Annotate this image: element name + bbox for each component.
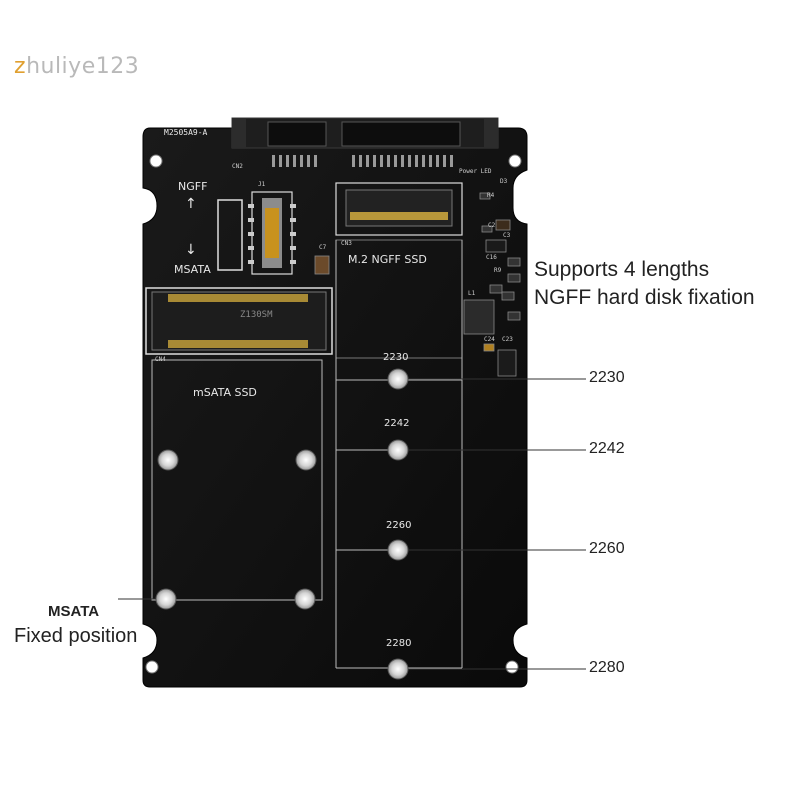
callout-lines [118,378,586,670]
msata-connector [145,287,333,355]
headline-line2: NGFF hard disk fixation [534,286,755,309]
c7-label: C7 [319,244,327,251]
silk-c24: C24 [484,336,495,343]
standoff-2280 [387,658,409,680]
arrow-down-icon: ↓ [185,242,197,258]
m2-connector [335,182,463,359]
j1-label: J1 [258,181,266,188]
standoff-msata-fixed [155,588,177,610]
board-label-2230: 2230 [383,352,409,363]
watermark-text: zhuliye123 [14,54,139,79]
cn4-label: CN4 [155,356,166,363]
corner-hole [505,660,519,674]
cn3-label: CN3 [341,240,352,247]
mode-switch [217,191,296,275]
standoff-2230 [387,368,409,390]
ngff-silk-label: NGFF [178,180,208,193]
pcb-board [142,117,528,688]
standoff-msata [295,449,317,471]
silk-c3: C3 [503,232,511,239]
standoff-2260 [387,539,409,561]
silk-l1: L1 [468,290,476,297]
standoffs [155,368,409,680]
standoff-msata [157,449,179,471]
corner-hole [145,660,159,674]
silk-c16: C16 [486,254,497,261]
msata-outline [151,359,323,601]
arrow-up-icon: ↑ [185,196,197,212]
power-led-label: Power LED [459,168,492,175]
standoff-msata-fixed [294,588,316,610]
cn2-label: CN2 [232,163,243,170]
chip-marking: Z130SM [240,310,273,320]
model-code: M2505A9-A [164,128,208,137]
callout-2230: 2230 [589,369,625,386]
msata-callout-title: MSATA [48,603,100,620]
m2-slot-label: M.2 NGFF SSD [348,253,427,266]
callout-2260: 2260 [589,540,625,557]
silk-c23: C23 [502,336,513,343]
sata-connector [231,117,499,149]
callout-2280: 2280 [589,659,625,676]
msata-slot-label: mSATA SSD [193,386,257,399]
silk-d3: D3 [500,178,508,185]
silk-c2: C2 [488,222,496,229]
headline-line1: Supports 4 lengths [534,258,710,281]
smd-components [314,192,521,377]
sata-pins [272,155,453,167]
watermark-first-letter: z [14,54,27,79]
msata-callout-sub: Fixed position [14,625,138,647]
corner-hole [508,154,522,168]
silk-r9: R9 [494,267,502,274]
board-label-2242: 2242 [384,418,410,429]
standoff-2242 [387,439,409,461]
corner-hole [149,154,163,168]
watermark-rest: huliye123 [26,54,140,79]
board-label-2280: 2280 [386,638,412,649]
board-label-2260: 2260 [386,520,412,531]
silk-r4: R4 [487,192,495,199]
callout-2242: 2242 [589,440,625,457]
msata-silk-label: MSATA [174,263,211,276]
